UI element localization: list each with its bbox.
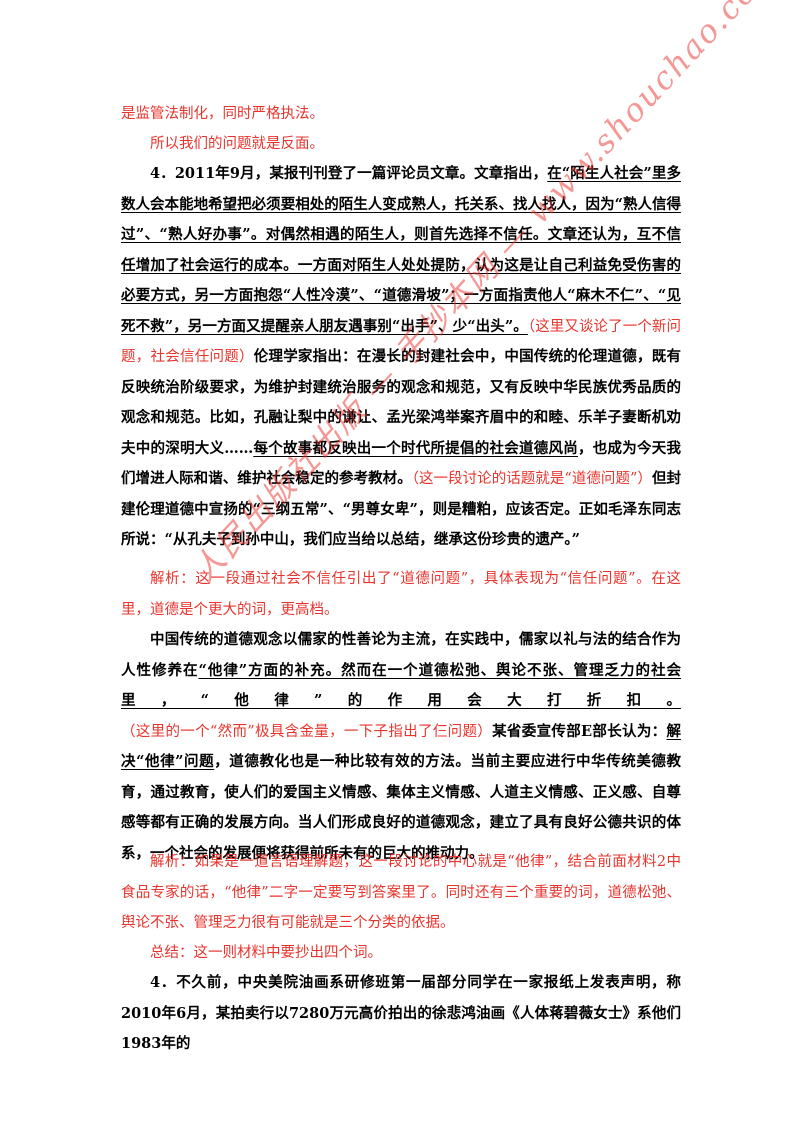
p5-b: 某省委宣传部E部长认为： (492, 722, 667, 740)
p4-mid: 伦理学家指出：在漫长的封建社会中，中国传统的伦理道德，既有反映统治阶级要求，为维… (121, 348, 682, 457)
analysis-1: 解析：这一段通过社会不信任引出了“道德问题”，具体表现为“信任问题”。在这里，道… (121, 571, 681, 618)
summary: 总结：这一则材料中要抄出四个词。 (150, 945, 382, 961)
p5-underline-1: “他律”方面的补充。然而在一个道德松弛、舆论不张、管理乏力的社会里，“他律”的作… (121, 661, 682, 710)
text-line: 是监管法制化，同时严格执法。 (121, 106, 324, 122)
paragraph-5: 中国传统的道德观念以儒家的性善论为主流，在实践中，儒家以礼与法的结合作为人性修养… (121, 625, 681, 869)
p5-a: 中国传统的道德观念以儒家的性善论为主流，在实践中，儒家以礼与法的结合作为人性修养… (121, 631, 681, 679)
analysis-2: 解析：如果是一道言语理解题，这一段讨论的中心就是“他律”，结合前面材料2中食品专… (121, 854, 681, 931)
p4-intro: 4．2011年9月，某报刊刊登了一篇评论员文章。文章指出， (150, 165, 548, 182)
p5-note: （这里的一个“然而”极具含金量，一下子指出了仨问题） (121, 723, 493, 740)
p4-mid2: ，也成为今天我们增进人际和谐、维护社会稳定的参考教材。 (121, 439, 681, 488)
paragraph-4: 4．2011年9月，某报刊刊登了一篇评论员文章。文章指出，在“陌生人社会”里多数… (121, 159, 681, 556)
paragraph-6: 4．不久前，中央美院油画系研修班第一届部分同学在一家报纸上发表声明，称2010年… (121, 974, 681, 1052)
p4-note-1: （这里又谈论了一个新问题，社会信任问题） (121, 318, 681, 366)
p4-underline-2: 每个故事都反映出一个时代所提倡的社会道德风尚 (253, 439, 578, 457)
text-line: 所以我们的问题就是反面。 (150, 136, 324, 152)
p4-note-2: （这一段讨论的话题就是“道德问题”） (411, 471, 652, 487)
p5-c: ，道德教化也是一种比较有效的方法。当前主要应进行中华传统美德教育，通过教育，使人… (121, 753, 681, 862)
p4-underline-1: 在“陌生人社会”里多数人会本能地希望把必须要相处的陌生人变成熟人，托关系、找人找… (121, 165, 681, 335)
p5-underline-2: 解决“他律”问题 (121, 722, 681, 771)
p4-end: 但封建伦理道德中宣扬的“三纲五常”、“男尊女卑”，则是糟粕，应该否定。正如毛泽东… (121, 470, 682, 548)
